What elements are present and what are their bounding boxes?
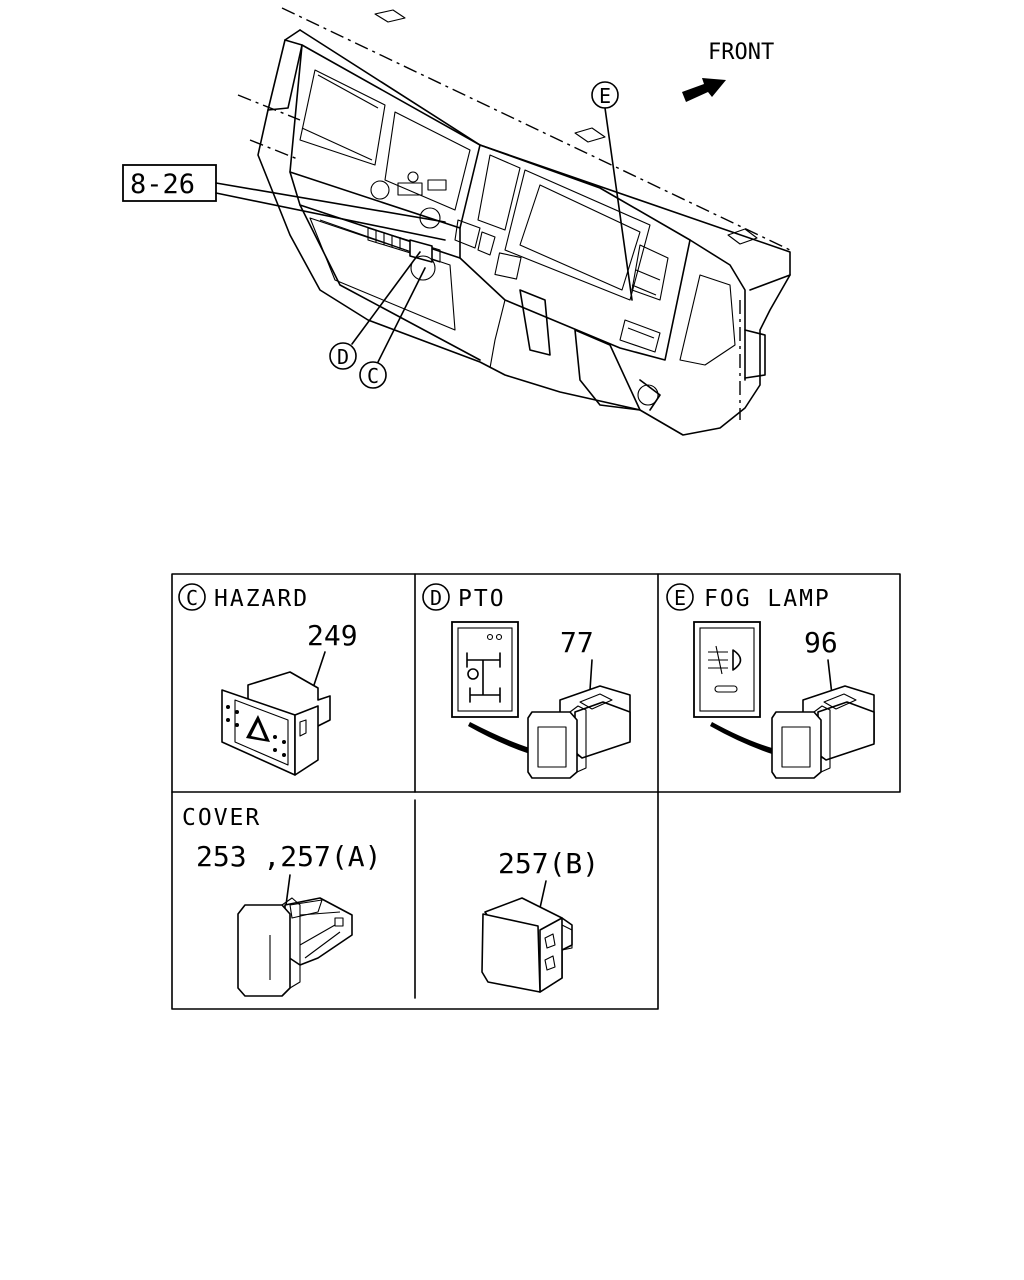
callout-c-label: C <box>367 364 379 388</box>
panel-hazard-letter: C <box>186 586 198 610</box>
reference-box-label: 8-26 <box>130 169 195 200</box>
callout-e-label: E <box>599 84 611 108</box>
front-arrow-icon <box>682 78 726 102</box>
pto-switch-drawing <box>527 685 631 779</box>
panel-cover-b: 257(B) <box>481 847 599 993</box>
parts-grid <box>171 573 901 1010</box>
panel-pto: D PTO 77 <box>422 583 631 779</box>
panel-hazard-title: HAZARD <box>214 586 309 612</box>
panel-fog-lamp: E FOG LAMP 96 <box>666 583 875 779</box>
panel-pto-letter: D <box>430 586 442 610</box>
fog-lamp-icon <box>693 621 761 718</box>
panel-fog-lamp-title: FOG LAMP <box>704 586 831 612</box>
panel-cover-a: COVER 253 ,257(A) <box>182 805 381 997</box>
panel-hazard-part-number: 249 <box>307 619 358 652</box>
panel-cover-a-part-number: 253 ,257(A) <box>196 840 381 873</box>
panel-hazard: C HAZARD 249 <box>178 583 358 776</box>
callout-c-circle <box>359 361 387 389</box>
panel-cover-b-part-number: 257(B) <box>498 847 599 880</box>
callout-d-label: D <box>337 345 349 369</box>
cover-b-drawing <box>481 897 573 993</box>
fog-lamp-pointer-arrow <box>710 722 772 754</box>
hazard-switch-drawing <box>221 671 331 776</box>
panel-pto-letter-circle <box>422 583 450 611</box>
fog-lamp-switch-drawing <box>771 685 875 779</box>
panel-pto-title: PTO <box>458 586 506 612</box>
panel-cover-title: COVER <box>182 805 261 831</box>
pto-pointer-arrow <box>468 722 530 754</box>
pto-icon <box>451 621 519 718</box>
panel-pto-part-number: 77 <box>560 626 594 659</box>
front-label: FRONT <box>708 40 774 65</box>
callout-d-circle <box>329 342 357 370</box>
panel-fog-lamp-letter-circle <box>666 583 694 611</box>
panel-hazard-letter-circle <box>178 583 206 611</box>
cover-a-drawing <box>237 897 353 997</box>
dashboard-illustration: FRONT 8-26 E D C <box>122 7 791 436</box>
panel-fog-lamp-letter: E <box>674 586 686 610</box>
panel-fog-lamp-part-number: 96 <box>804 626 838 659</box>
